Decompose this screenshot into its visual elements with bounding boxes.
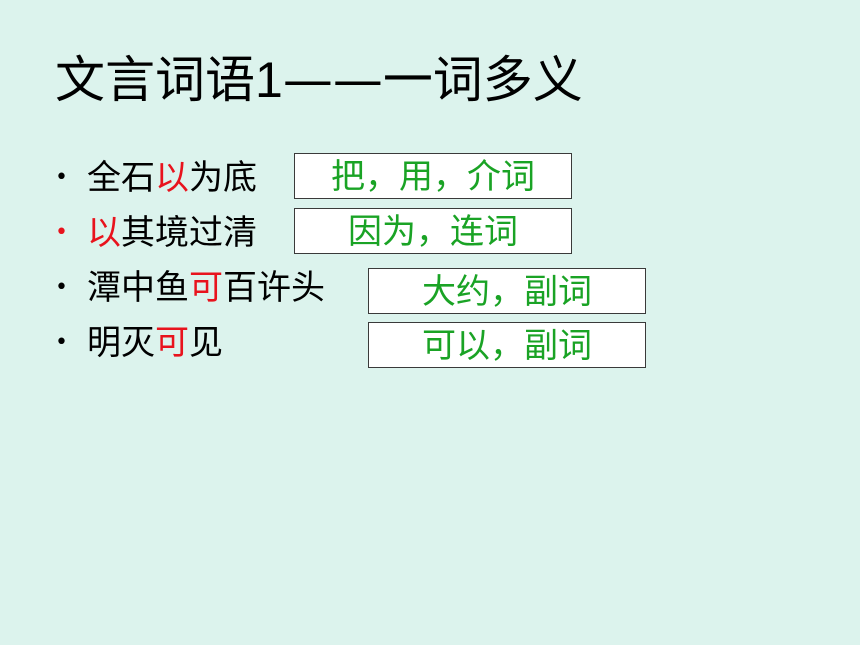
bullet-item-1: • 全石以为底 — [55, 153, 257, 203]
sentence-pre: 明灭 — [87, 323, 155, 363]
sentence-highlight: 以 — [155, 158, 189, 198]
sentence-post: 其境过清 — [121, 213, 257, 253]
answer-text: 可以，副词 — [422, 326, 592, 366]
title-number: 1 — [255, 52, 283, 108]
slide-title: 文言词语1——一词多义 — [55, 50, 583, 110]
bullet-item-2: • 以其境过清 — [55, 208, 257, 258]
answer-box-4: 可以，副词 — [368, 322, 646, 368]
answer-box-2: 因为，连词 — [294, 208, 572, 254]
answer-text: 大约，副词 — [422, 272, 592, 312]
sentence-highlight: 可 — [189, 268, 223, 308]
answer-text: 因为，连词 — [348, 212, 518, 252]
answer-text: 把，用，介词 — [331, 157, 535, 197]
sentence-pre: 潭中鱼 — [87, 268, 189, 308]
sentence-post: 百许头 — [223, 268, 325, 308]
sentence-highlight: 以 — [87, 213, 121, 253]
sentence-post: 为底 — [189, 158, 257, 198]
sentence-post: 见 — [189, 323, 223, 363]
title-suffix: ——一词多义 — [282, 51, 583, 109]
answer-box-1: 把，用，介词 — [294, 153, 572, 199]
bullet-dot: • — [55, 165, 68, 190]
sentence-pre: 全石 — [87, 158, 155, 198]
bullet-dot: • — [55, 330, 68, 355]
bullet-dot: • — [55, 220, 68, 245]
bullet-item-4: • 明灭可见 — [55, 318, 223, 368]
title-prefix: 文言词语 — [55, 51, 255, 109]
bullet-item-3: • 潭中鱼可百许头 — [55, 263, 325, 313]
sentence-highlight: 可 — [155, 323, 189, 363]
bullet-dot: • — [55, 275, 68, 300]
answer-box-3: 大约，副词 — [368, 268, 646, 314]
